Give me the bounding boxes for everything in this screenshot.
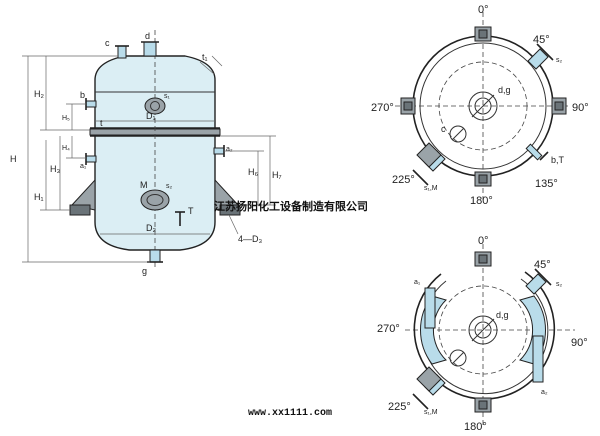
- label-c-top: c: [441, 124, 446, 134]
- nozzle-a2: [213, 147, 225, 155]
- label-h: H: [10, 154, 17, 164]
- nozzle-dg-bottom: [468, 315, 498, 345]
- angle-45-bottom: 45°: [534, 259, 551, 271]
- nozzle-dg-top: [468, 91, 498, 121]
- nozzle-s2-top: [527, 48, 549, 70]
- label-t1: t₁: [202, 52, 208, 62]
- label-dg-top: d,g: [498, 85, 511, 95]
- label-a2-bottom: a₂: [541, 389, 548, 396]
- nozzle-c-top: [449, 125, 467, 143]
- angle-0-top: 0°: [478, 4, 489, 16]
- label-g: g: [142, 266, 147, 276]
- sight-glass-s1: [144, 97, 166, 115]
- nozzle-b: [85, 100, 97, 108]
- company-watermark: 江苏扬阳化工设备制造有限公司: [214, 199, 368, 213]
- label-s1m-top: s₁,M: [424, 185, 438, 192]
- label-s2-top: s₂: [556, 57, 563, 64]
- label-bolts: 4—D₃: [238, 234, 263, 244]
- plan-view-top: 0° 45° 90° 135° 180° 225° 270° s₂ d,g c …: [371, 4, 589, 207]
- nozzle-c: [117, 45, 127, 59]
- plan-view-bottom: 0° 45° 90° 180° 225° 270° a₁ s₂ d,g a₂ s…: [377, 235, 588, 433]
- label-b: b: [80, 90, 85, 100]
- label-a1-bottom: a₁: [414, 279, 421, 286]
- label-c: c: [105, 38, 110, 48]
- label-h1: H₁: [34, 192, 44, 202]
- nozzle-d: [143, 41, 157, 57]
- label-t-thermo: T: [188, 206, 194, 216]
- angle-225-top: 225°: [392, 174, 415, 186]
- label-a1: a₁: [80, 163, 87, 170]
- label-h3: H₃: [50, 164, 60, 174]
- label-d: d: [145, 31, 150, 41]
- label-d2: D₂: [146, 223, 156, 233]
- label-h4: H₄: [62, 145, 70, 152]
- angle-90-bottom: 90°: [571, 337, 588, 349]
- manhole-m: [140, 189, 170, 211]
- angle-0-bottom: 0°: [478, 235, 489, 247]
- angle-180-bottom: 180°: [464, 421, 487, 433]
- label-s1m-bottom: s₁,M: [424, 409, 438, 416]
- angle-90-top: 90°: [572, 102, 589, 114]
- nozzle-s2-bottom: [525, 273, 547, 295]
- label-bt-top: b,T: [551, 155, 565, 165]
- vessel-elevation: H H₂ H₁ H₅ H₄ H₃ H₆ H₇ c d t₁ b t s₁ D₁ …: [10, 30, 282, 276]
- label-t: t: [100, 118, 103, 128]
- nozzle-g: [149, 249, 161, 263]
- angle-180-top: 180°: [470, 195, 493, 207]
- angle-45-top: 45°: [533, 34, 550, 46]
- angle-225-bottom: 225°: [388, 401, 411, 413]
- angle-135-top: 135°: [535, 178, 558, 190]
- label-m: M: [140, 180, 148, 190]
- label-s2: s₂: [166, 183, 173, 190]
- label-h6: H₆: [248, 167, 258, 177]
- nozzle-bt-top: [525, 143, 543, 161]
- label-h2: H₂: [34, 89, 44, 99]
- nozzle-a1-bottom: [424, 287, 436, 329]
- label-d1: D₁: [146, 111, 156, 121]
- nozzle-a1: [85, 155, 97, 163]
- label-h7: H₇: [272, 170, 282, 180]
- label-a2: a₂: [226, 146, 233, 153]
- label-h5: H₅: [62, 115, 70, 122]
- label-s1: s₁: [164, 93, 171, 100]
- label-s2-bottom: s₂: [556, 281, 563, 288]
- angle-270-top: 270°: [371, 102, 394, 114]
- label-dg-bottom: d,g: [496, 310, 509, 320]
- nozzle-a2-bottom: [532, 335, 544, 383]
- website-url: www.xx1111.com: [248, 408, 332, 419]
- angle-270-bottom: 270°: [377, 323, 400, 335]
